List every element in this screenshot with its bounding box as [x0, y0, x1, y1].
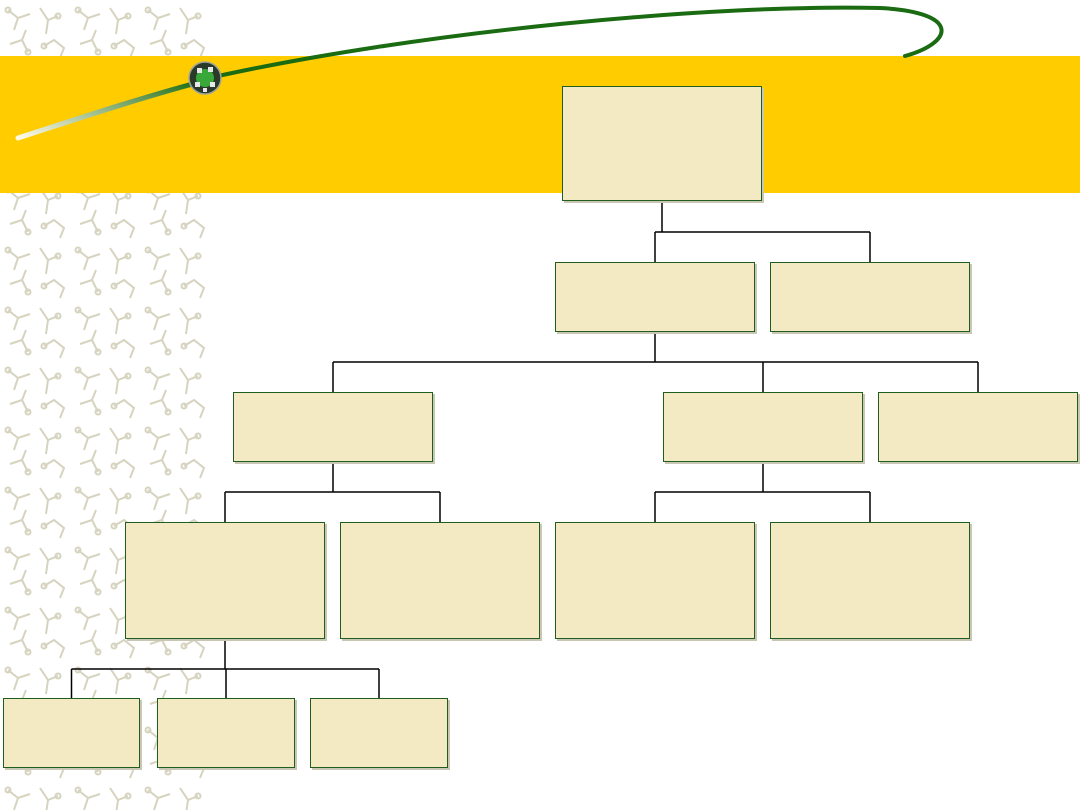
header-band — [0, 56, 1080, 193]
org-node-level1-right — [770, 262, 970, 332]
org-node-level3-1 — [125, 522, 325, 639]
globe-icon — [188, 61, 222, 95]
orbit-path — [198, 5, 944, 82]
org-node-level4-2 — [157, 698, 295, 768]
org-node-level2-middle — [663, 392, 863, 462]
orbit-tail — [15, 79, 203, 141]
org-node-level4-1 — [3, 698, 140, 768]
org-node-level2-right — [878, 392, 1078, 462]
org-node-level3-3 — [555, 522, 755, 639]
org-node-level2-left — [233, 392, 433, 462]
org-node-level1-left — [555, 262, 755, 332]
org-node-level3-4 — [770, 522, 970, 639]
org-node-root — [562, 86, 762, 201]
org-node-level4-3 — [310, 698, 448, 768]
org-node-level3-2 — [340, 522, 540, 639]
